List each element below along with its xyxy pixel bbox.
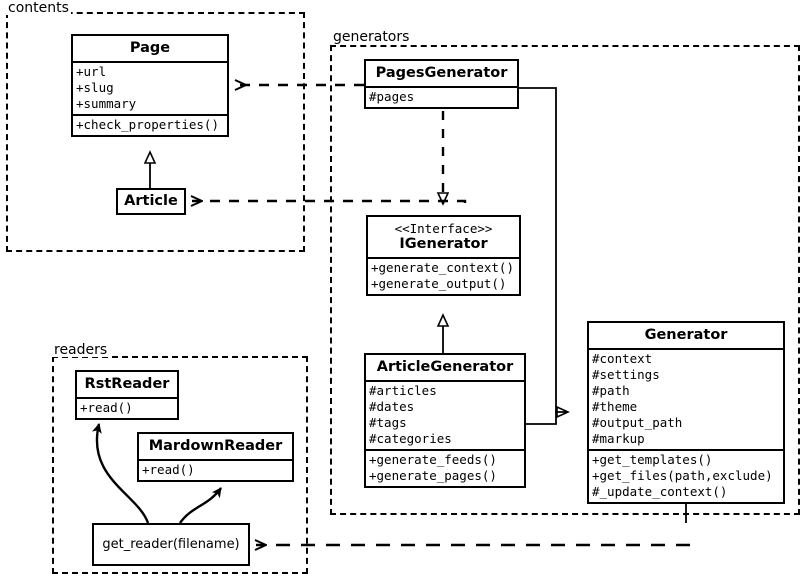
class-generator[interactable]: Generator #context #settings #path #them… bbox=[587, 321, 785, 504]
class-article-name: Article bbox=[124, 193, 178, 209]
class-rst-reader-name: RstReader bbox=[84, 376, 170, 392]
attribute: #path bbox=[592, 383, 630, 398]
class-generator-attributes: #context #settings #path #theme #output_… bbox=[589, 348, 783, 449]
attribute: +url bbox=[76, 64, 107, 79]
operation: +generate_context() bbox=[371, 260, 514, 275]
operation: +generate_pages() bbox=[369, 468, 497, 483]
class-igenerator-operations: +generate_context() +generate_output() bbox=[368, 257, 519, 294]
class-rst-reader[interactable]: RstReader +read() bbox=[75, 370, 179, 420]
class-igenerator-name: IGenerator bbox=[399, 236, 488, 252]
attribute: +summary bbox=[76, 96, 137, 111]
class-page-attributes: +url +slug +summary bbox=[73, 61, 227, 114]
attribute: #context bbox=[592, 351, 653, 366]
attribute: +slug bbox=[76, 80, 114, 95]
operation: +read() bbox=[142, 462, 195, 477]
class-igenerator-stereotype: <<Interface>> bbox=[394, 221, 493, 236]
class-mardown-reader-operations: +read() bbox=[139, 459, 292, 480]
operation: +read() bbox=[80, 400, 133, 415]
attribute: #categories bbox=[369, 431, 452, 446]
class-article-generator-name: ArticleGenerator bbox=[376, 359, 514, 375]
class-rst-reader-operations: +read() bbox=[77, 397, 177, 418]
class-article-generator[interactable]: ArticleGenerator #articles #dates #tags … bbox=[364, 353, 526, 488]
attribute: #articles bbox=[369, 383, 437, 398]
operation: +check_properties() bbox=[76, 117, 219, 132]
attribute: #settings bbox=[592, 367, 660, 382]
class-article-generator-operations: +generate_feeds() +generate_pages() bbox=[366, 449, 524, 486]
class-generator-name: Generator bbox=[644, 327, 728, 343]
operation: #_update_context() bbox=[592, 484, 728, 499]
operation: +generate_output() bbox=[371, 276, 507, 291]
class-generator-operations: +get_templates() +get_files(path,exclude… bbox=[589, 449, 783, 502]
attribute: #pages bbox=[369, 89, 415, 104]
operation: +get_files(path,exclude) bbox=[592, 468, 773, 483]
attribute: #tags bbox=[369, 415, 407, 430]
class-mardown-reader[interactable]: MardownReader +read() bbox=[137, 432, 294, 482]
class-mardown-reader-name: MardownReader bbox=[148, 438, 283, 454]
class-page-name: Page bbox=[129, 40, 171, 56]
package-contents-frame bbox=[6, 12, 305, 252]
package-generators-frame bbox=[330, 45, 800, 515]
attribute: #output_path bbox=[592, 415, 683, 430]
class-article[interactable]: Article bbox=[116, 188, 186, 215]
function-get-reader[interactable]: get_reader(filename) bbox=[92, 523, 250, 566]
class-pages-generator-attributes: #pages bbox=[366, 86, 517, 107]
class-igenerator[interactable]: <<Interface>> IGenerator +generate_conte… bbox=[366, 215, 521, 296]
attribute: #markup bbox=[592, 431, 645, 446]
attribute: #dates bbox=[369, 399, 415, 414]
class-page[interactable]: Page +url +slug +summary +check_properti… bbox=[71, 34, 229, 137]
function-get-reader-label: get_reader(filename) bbox=[102, 537, 240, 552]
class-igenerator-header: <<Interface>> IGenerator bbox=[368, 217, 519, 257]
package-readers-label: readers bbox=[52, 342, 110, 358]
operation: +generate_feeds() bbox=[369, 452, 497, 467]
package-contents-label: contents bbox=[6, 0, 71, 16]
operation: +get_templates() bbox=[592, 452, 713, 467]
class-article-generator-attributes: #articles #dates #tags #categories bbox=[366, 380, 524, 449]
attribute: #theme bbox=[592, 399, 638, 414]
class-pages-generator[interactable]: PagesGenerator #pages bbox=[364, 59, 519, 109]
package-readers-frame bbox=[52, 356, 308, 574]
class-pages-generator-name: PagesGenerator bbox=[375, 65, 508, 81]
package-generators-label: generators bbox=[331, 29, 412, 45]
class-page-operations: +check_properties() bbox=[73, 114, 227, 135]
